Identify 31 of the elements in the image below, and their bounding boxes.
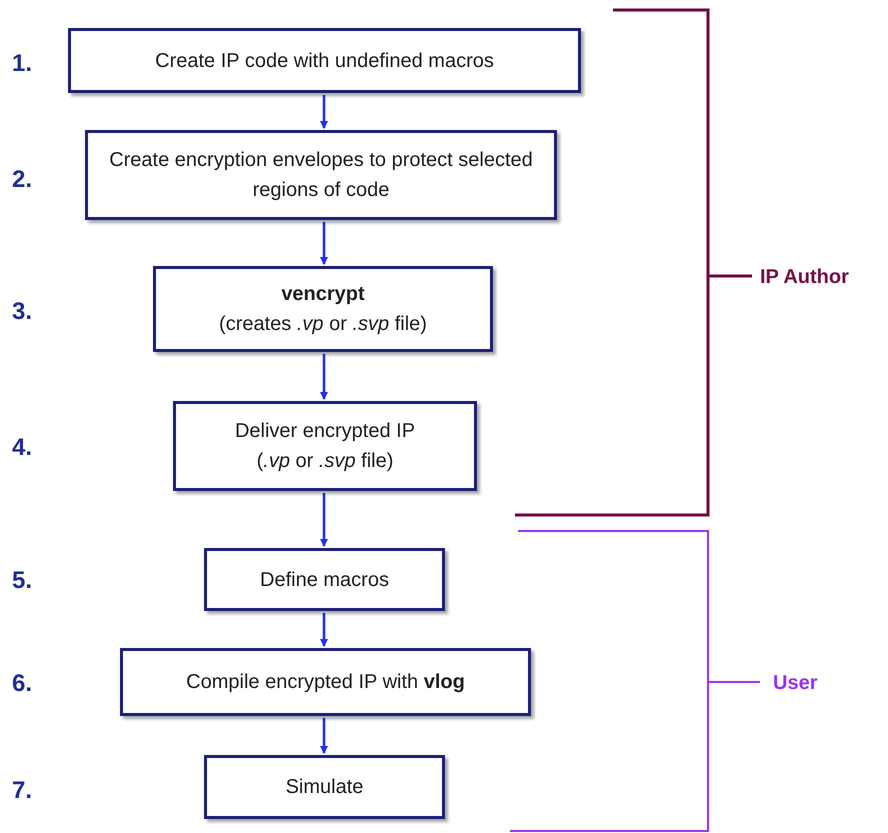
box-text: Simulate xyxy=(286,775,364,800)
box-text: Create encryption envelopes to protect selected regions of code xyxy=(108,148,534,203)
step-number: 6. xyxy=(12,669,32,699)
box-text: Define macros xyxy=(260,568,389,592)
step-number: 1. xyxy=(12,49,32,79)
arrow xyxy=(320,613,328,647)
box-text: Create IP code with undefined macros xyxy=(155,48,494,74)
step-number: 2. xyxy=(12,165,32,195)
box-text: Compile encrypted IP with vlog xyxy=(186,670,465,695)
box-text: (.vp or .svp file) xyxy=(256,449,394,474)
arrow xyxy=(320,354,328,400)
arrow xyxy=(320,95,328,129)
process-box xyxy=(120,648,531,716)
arrow xyxy=(320,222,328,265)
box-text: (creates .vp or .svp file) xyxy=(219,312,427,337)
arrow xyxy=(320,718,328,754)
box-text: Deliver encrypted IP xyxy=(234,419,416,444)
process-box xyxy=(68,28,581,93)
process-box xyxy=(153,266,493,352)
process-box xyxy=(173,401,477,491)
step-number: 7. xyxy=(12,776,32,806)
bracket-label: User xyxy=(773,671,818,696)
step-number: 4. xyxy=(12,433,32,463)
process-box xyxy=(204,548,445,611)
step-number: 5. xyxy=(12,566,32,596)
bracket-label: IP Author xyxy=(760,265,849,290)
step-number: 3. xyxy=(12,297,32,327)
box-text: vencrypt xyxy=(281,282,365,307)
arrow xyxy=(320,493,328,547)
process-box xyxy=(204,755,445,819)
process-box xyxy=(85,130,557,220)
